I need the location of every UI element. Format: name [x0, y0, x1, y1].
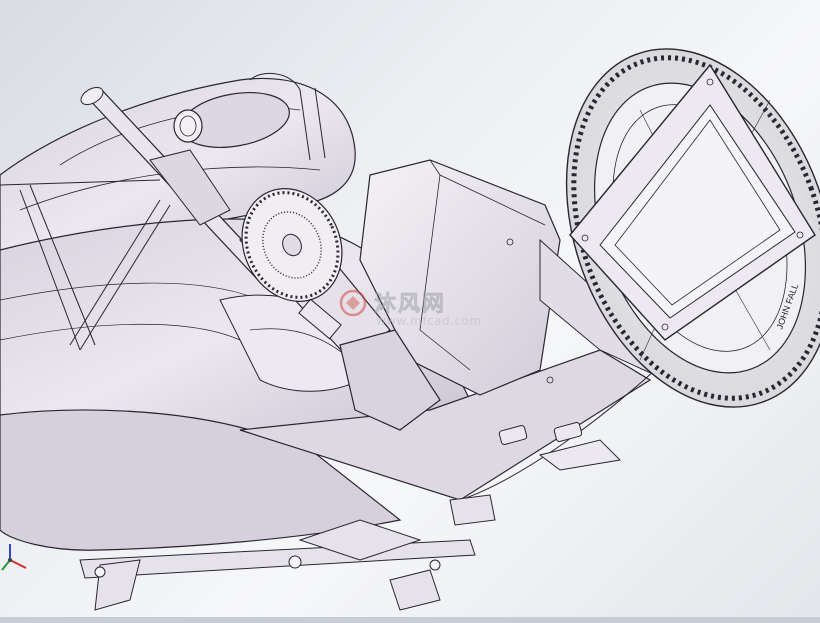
- headlight: [173, 92, 290, 148]
- frame-struts: [0, 72, 326, 351]
- wheel-cover-frame: [569, 63, 816, 341]
- body-mount-clamps: [498, 422, 622, 471]
- under-chassis: [79, 494, 496, 611]
- drum-magazine: [241, 188, 343, 302]
- viewport-bottom-border: [0, 617, 820, 623]
- axis-triad-icon: [1, 544, 27, 571]
